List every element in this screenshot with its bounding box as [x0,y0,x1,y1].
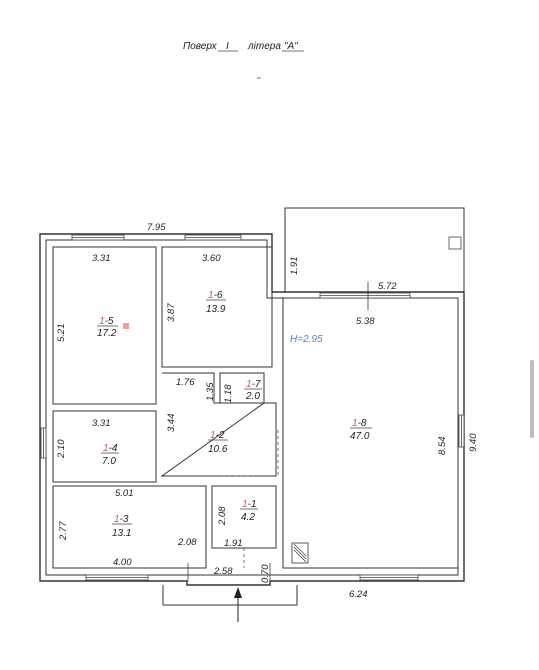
outer-walls [39,233,465,586]
dim: 3.60 [202,253,221,264]
marker-square [123,323,129,329]
dim: 2.58 [213,566,233,577]
room-1-3 [52,485,207,569]
annex [284,207,465,293]
dim: 5.21 [56,324,67,343]
dim: 1.35 [205,382,216,401]
dim: 1.76 [176,377,195,388]
dim: 5.38 [356,316,375,327]
dim: 1.18 [223,384,234,403]
dim: 9.40 [468,433,479,452]
dim: 6.24 [349,589,368,600]
room-area: 7.0 [102,456,116,467]
room-area: 17.2 [97,328,117,339]
room-area: 13.1 [112,528,131,539]
room-number: 1-3 [114,514,129,525]
porch [162,585,298,606]
ceiling-height: H=2.95 [290,334,323,345]
annex-stair [448,236,462,250]
dim: 4.00 [113,557,132,568]
room-1-2 [160,372,277,477]
room-area: 2.0 [245,391,260,402]
room-number: 1-6 [208,290,223,301]
vertical-scrollbar[interactable] [530,360,534,438]
dim: 2.08 [177,537,197,548]
letter-label: літера [247,41,281,52]
room-1-4 [52,410,157,483]
dim: 2.10 [56,439,67,459]
room-1-8 [282,298,458,569]
room-number: 1-7 [246,379,261,390]
plan-header: Поверх I літера "А" [183,41,304,79]
dim: 3.31 [92,253,111,264]
room-number: 1-8 [352,418,367,429]
dim: 8.54 [437,437,448,456]
letter-value: "А" [284,41,298,52]
room-number: 1-5 [99,316,114,327]
room-area: 10.6 [208,444,228,455]
dim: 7.95 [147,222,166,233]
boiler-icon [291,542,309,564]
floor-label: Поверх [183,41,218,52]
room-1-7 [219,372,265,404]
dim: 3.44 [166,414,177,433]
room-1-5 [52,246,157,405]
room-number: 1-4 [103,443,118,454]
room-number: 1-1 [242,499,256,510]
dim: 1.91 [289,257,300,276]
room-labels: 1-5 17.2 1-6 13.9 1-7 2.0 1-8 47.0 1-4 7… [97,290,372,539]
dimension-labels: 7.95 3.31 3.60 5.21 3.87 1.91 5.72 5.38 … [56,222,479,600]
dim: 2.08 [217,506,228,526]
dim: 0.70 [260,564,271,583]
dim: 5.72 [378,281,397,292]
room-area: 47.0 [350,431,370,442]
room-1-6 [161,246,273,368]
dim: 2.77 [58,521,69,541]
room-number: 1-2 [210,430,225,441]
entrance-arrow-icon [234,587,242,622]
windows [40,234,465,581]
room-area: 13.9 [206,304,226,315]
room-area: 4.2 [241,512,255,523]
floor-value: I [226,41,229,52]
dim: 5.01 [115,488,134,499]
dim: 3.31 [92,418,111,429]
dim: 3.87 [166,303,177,322]
dim: 1.91 [224,538,243,549]
